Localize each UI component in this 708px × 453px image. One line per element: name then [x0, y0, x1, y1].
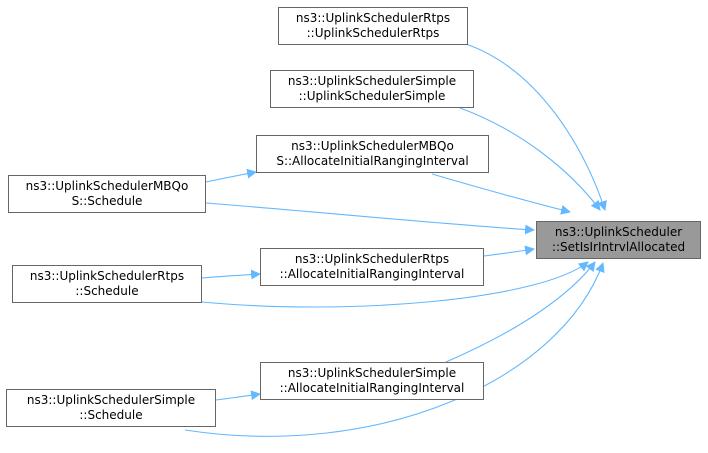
edge-mbqos-sched-to-mbqos-alloc	[205, 168, 257, 183]
node-simple-schedule-line1: ns3::UplinkSchedulerSimple	[26, 393, 196, 407]
node-mbqos-allocate[interactable]: ns3::UplinkSchedulerMBQo S::AllocateInit…	[256, 135, 489, 173]
edge-simple-sched-to-simple-alloc	[215, 390, 261, 401]
node-target-line1: ns3::UplinkScheduler	[554, 225, 683, 239]
node-mbqos-schedule[interactable]: ns3::UplinkSchedulerMBQo S::Schedule	[8, 175, 206, 213]
node-mbqos-allocate-line2: S::AllocateInitialRangingInterval	[276, 154, 469, 168]
node-mbqos-schedule-line2: S::Schedule	[71, 194, 143, 208]
edge-simple-alloc-to-target	[445, 261, 596, 363]
edge-rtps-ctor-to-target	[465, 43, 607, 211]
edge-rtps-sched-to-target	[201, 261, 589, 308]
edge-rtps-alloc-to-target	[483, 245, 535, 257]
node-mbqos-allocate-line1: ns3::UplinkSchedulerMBQo	[291, 139, 454, 153]
node-simple-constructor[interactable]: ns3::UplinkSchedulerSimple ::UplinkSched…	[270, 70, 474, 108]
node-simple-allocate-line1: ns3::UplinkSchedulerSimple	[287, 366, 457, 380]
node-simple-constructor-line1: ns3::UplinkSchedulerSimple	[287, 74, 457, 88]
edge-mbqos-alloc-to-target	[431, 173, 571, 215]
edge-rtps-sched-to-rtps-alloc	[201, 269, 261, 280]
node-simple-schedule[interactable]: ns3::UplinkSchedulerSimple ::Schedule	[6, 389, 216, 427]
node-rtps-constructor-line1: ns3::UplinkSchedulerRtps	[295, 11, 451, 25]
edge-simple-ctor-to-target	[459, 107, 601, 211]
node-mbqos-schedule-line1: ns3::UplinkSchedulerMBQo	[25, 179, 189, 193]
node-target-set-is-ir-intrvl-allocated[interactable]: ns3::UplinkScheduler ::SetIsIrIntrvlAllo…	[536, 221, 701, 259]
node-rtps-schedule-line2: ::Schedule	[75, 284, 139, 298]
node-rtps-allocate-line2: ::AllocateInitialRangingInterval	[279, 267, 465, 281]
node-simple-schedule-line2: ::Schedule	[79, 408, 143, 422]
node-target-line2: ::SetIsIrIntrvlAllocated	[551, 240, 686, 254]
node-rtps-schedule[interactable]: ns3::UplinkSchedulerRtps ::Schedule	[12, 265, 202, 303]
node-simple-allocate-line2: ::AllocateInitialRangingInterval	[279, 381, 465, 395]
node-rtps-schedule-line1: ns3::UplinkSchedulerRtps	[29, 269, 185, 283]
node-rtps-constructor-line2: ::UplinkSchedulerRtps	[306, 26, 440, 40]
node-rtps-allocate-line1: ns3::UplinkSchedulerRtps	[294, 252, 450, 266]
node-simple-constructor-line2: ::UplinkSchedulerSimple	[298, 89, 446, 103]
node-simple-allocate[interactable]: ns3::UplinkSchedulerSimple ::AllocateIni…	[260, 362, 484, 400]
edge-simple-sched-to-target	[184, 262, 605, 437]
node-rtps-allocate[interactable]: ns3::UplinkSchedulerRtps ::AllocateIniti…	[260, 248, 484, 286]
node-rtps-constructor[interactable]: ns3::UplinkSchedulerRtps ::UplinkSchedul…	[278, 7, 468, 45]
edge-mbqos-sched-to-target	[205, 202, 535, 235]
